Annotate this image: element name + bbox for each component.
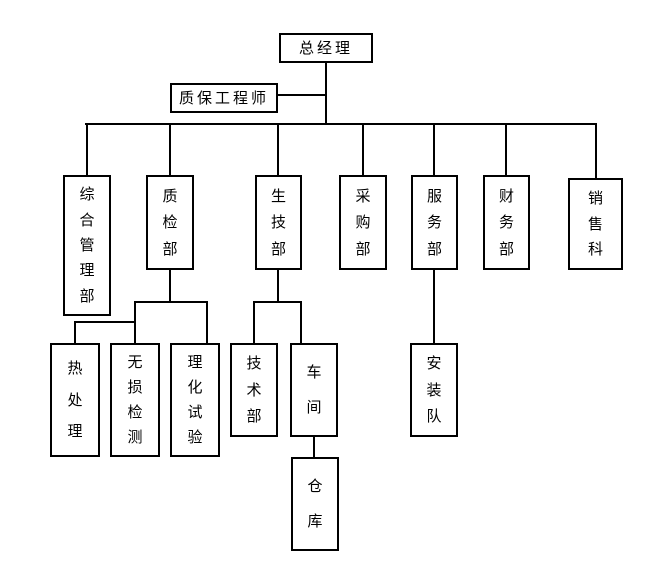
connector-drop-physchem: [206, 301, 208, 343]
connector-drop-purchasing: [362, 124, 364, 175]
connector-drop-heat-treatment: [74, 321, 76, 343]
node-installation-team: 安装队: [410, 343, 458, 437]
node-ndt: 无损检测: [110, 343, 160, 457]
connector-drop-production-tech: [277, 124, 279, 175]
connector-qc-branch2: [74, 321, 136, 323]
connector-qc-branch: [134, 301, 208, 303]
connector-drop-warehouse: [313, 435, 315, 458]
connector-qa-engineer-link: [277, 94, 327, 96]
node-sales-section: 销售科: [568, 178, 623, 270]
node-qa-engineer: 质保工程师: [170, 83, 278, 113]
node-physchem-test: 理化试验: [170, 343, 220, 457]
node-finance-dept: 财务部: [483, 175, 530, 270]
connector-pt-stem: [277, 270, 279, 303]
connector-drop-finance: [505, 124, 507, 175]
connector-qc-stem: [169, 270, 171, 303]
node-technical-dept: 技术部: [230, 343, 278, 437]
node-purchasing-dept: 采购部: [339, 175, 387, 270]
node-general-manager: 总经理: [279, 33, 373, 63]
connector-drop-installation: [433, 270, 435, 343]
node-warehouse: 仓库: [291, 457, 339, 551]
node-production-tech-dept: 生技部: [255, 175, 302, 270]
node-heat-treatment: 热处理: [50, 343, 100, 457]
node-workshop: 车间: [290, 343, 338, 437]
connector-drop-workshop: [300, 301, 302, 343]
connector-pt-branch: [253, 301, 302, 303]
connector-level2-bus: [85, 123, 597, 125]
connector-drop-general-admin: [86, 124, 88, 175]
connector-drop-service: [433, 124, 435, 175]
node-service-dept: 服务部: [411, 175, 458, 270]
connector-drop-technical: [253, 301, 255, 343]
node-quality-inspection-dept: 质检部: [146, 175, 194, 270]
connector-drop-sales: [595, 124, 597, 178]
node-general-admin-dept: 综合管理部: [63, 175, 111, 316]
connector-drop-quality-inspection: [169, 124, 171, 175]
